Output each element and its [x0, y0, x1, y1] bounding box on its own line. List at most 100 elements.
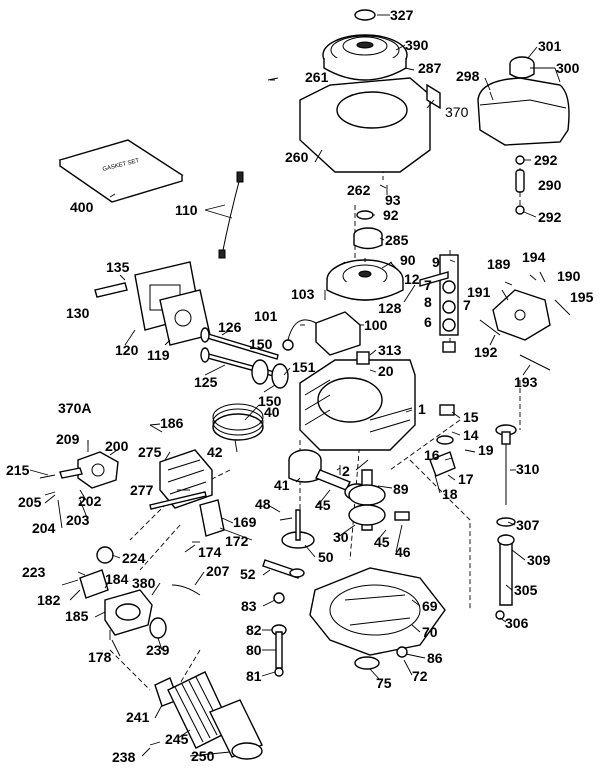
part-label: 189: [487, 256, 511, 272]
part-label: 169: [233, 514, 257, 530]
part-label: 1: [418, 401, 426, 417]
part-label: 70: [422, 624, 438, 640]
part-label: 202: [78, 493, 102, 509]
part-label: 310: [516, 461, 540, 477]
part-label: 6: [424, 314, 432, 330]
ignition-module: [282, 311, 361, 356]
part-label: 307: [516, 517, 540, 533]
part-label: 195: [570, 289, 594, 305]
part-label: 309: [527, 552, 551, 568]
part-label: 261: [305, 69, 329, 85]
part-label: 92: [383, 207, 399, 223]
part-label: 239: [146, 642, 170, 658]
part-label: 75: [376, 675, 392, 691]
part-label: 150: [258, 393, 282, 409]
part-label: 101: [254, 308, 278, 324]
ignition-wire: [218, 171, 244, 259]
part-label: 191: [467, 284, 491, 300]
part-label: 100: [364, 317, 388, 333]
part-label: 120: [115, 342, 139, 358]
part-label: 9: [432, 254, 440, 270]
piston-assembly: [212, 403, 322, 483]
part-label: 327: [390, 7, 414, 23]
part-label: 15: [463, 409, 479, 425]
camshaft-gear: [262, 509, 315, 579]
part-label: 2: [342, 463, 350, 479]
part-label: 69: [422, 598, 438, 614]
part-label: 128: [378, 300, 402, 316]
part-label: 182: [37, 592, 61, 608]
gasket-set-package: GASKET SET: [58, 139, 184, 203]
part-label: 390: [405, 37, 429, 53]
part-label: 277: [130, 482, 154, 498]
flywheel-assembly: [326, 210, 404, 301]
part-label: 14: [463, 427, 479, 443]
part-label: 186: [160, 415, 184, 431]
part-label: 19: [478, 442, 494, 458]
part-label: 172: [225, 533, 249, 549]
part-label: 72: [412, 668, 428, 684]
part-label: 52: [240, 566, 256, 582]
part-label: 126: [218, 319, 242, 335]
part-label: 400: [70, 199, 94, 215]
part-label: 292: [534, 152, 558, 168]
part-label: 103: [291, 286, 315, 302]
part-label: 83: [241, 598, 257, 614]
part-label: 86: [427, 650, 443, 666]
recoil-starter: [322, 9, 408, 81]
part-label: 192: [474, 344, 498, 360]
part-label: 200: [105, 438, 129, 454]
part-label: 81: [246, 668, 262, 684]
part-label: 298: [456, 68, 480, 84]
part-label: 80: [246, 642, 262, 658]
part-label: 82: [246, 622, 262, 638]
oil-fill-dipstick: [495, 424, 517, 620]
part-label: 313: [378, 342, 402, 358]
part-label: 203: [66, 512, 90, 528]
part-label: 12: [404, 271, 420, 287]
part-label: 20: [378, 363, 394, 379]
part-label: 119: [147, 347, 170, 363]
part-labels: 327 390 301 300 298 261 287 370 260 292 …: [6, 7, 594, 765]
fuel-line-parts: [515, 155, 525, 215]
part-label: 178: [88, 649, 112, 665]
part-label: 40: [264, 404, 280, 420]
part-label: 370: [445, 104, 469, 120]
air-cleaner-parts: [149, 449, 225, 537]
leader-lines: [29, 14, 561, 757]
governor-parts: [419, 254, 459, 353]
part-label: 260: [285, 149, 309, 165]
part-label: 224: [122, 550, 146, 566]
valves: [200, 327, 289, 389]
carburetor: [59, 451, 119, 489]
part-label: 241: [126, 709, 150, 725]
part-label: 250: [191, 748, 215, 764]
part-label: 125: [194, 374, 218, 390]
part-label: 370A: [58, 400, 91, 416]
blower-housing: [299, 77, 441, 173]
part-label: 209: [56, 431, 80, 447]
part-label: 50: [318, 549, 334, 565]
part-label: 7: [424, 277, 432, 293]
sump-cover: [309, 567, 446, 670]
air-filter-element: [154, 671, 263, 760]
part-label: 185: [65, 608, 89, 624]
part-label: 380: [132, 575, 156, 591]
part-label: 301: [538, 38, 562, 54]
part-label: 290: [538, 177, 562, 193]
part-label: 30: [333, 529, 349, 545]
part-label: 48: [255, 496, 271, 512]
part-label: 135: [106, 259, 130, 275]
part-label: 193: [514, 374, 538, 390]
part-label: 93: [385, 192, 401, 208]
part-label: 305: [514, 582, 538, 598]
breather-assembly: [94, 261, 211, 346]
part-label: 45: [315, 497, 331, 513]
fuel-bowl-assembly: [79, 546, 167, 639]
part-label: 245: [165, 731, 189, 747]
part-label: 18: [442, 486, 458, 502]
part-label: 292: [538, 209, 562, 225]
cylinder-block: [299, 351, 416, 451]
part-label: 46: [395, 544, 411, 560]
